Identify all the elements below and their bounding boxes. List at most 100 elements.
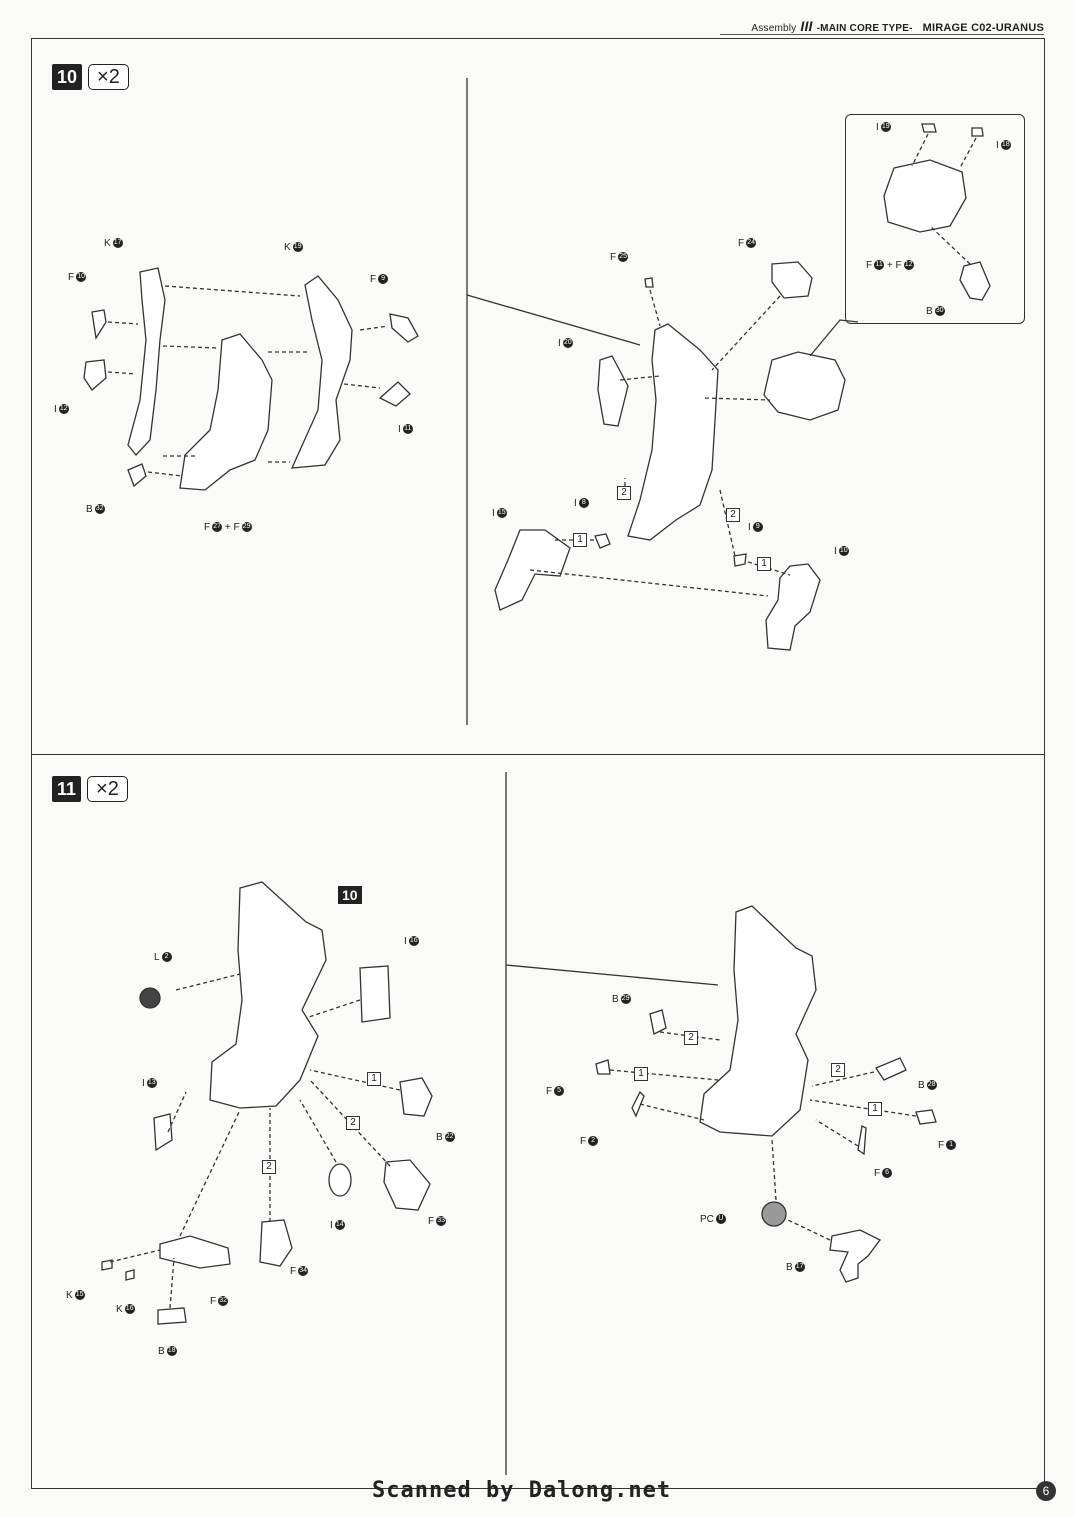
step11-substep-2d: 2 [831, 1063, 845, 1077]
f5-part [595, 1059, 611, 1075]
step10-number: 10 [52, 64, 83, 90]
k16-part [125, 1269, 135, 1281]
k19-frame-part [290, 275, 353, 469]
b28-part [875, 1057, 907, 1081]
i10-part [765, 563, 821, 651]
b32-part [127, 463, 147, 488]
step11-assembled-leg [699, 905, 817, 1137]
f9-part [389, 313, 419, 343]
step10-multiplier: ×2 [88, 64, 129, 90]
step10-badge: 10 ×2 [52, 64, 129, 90]
l2-part [139, 987, 161, 1009]
step10-left-arrows [107, 285, 389, 477]
f34-part [259, 1219, 293, 1267]
step11-ref-badge: 10 [338, 886, 362, 904]
step10-substep-2a: 2 [617, 486, 631, 500]
i14-part [328, 1163, 352, 1197]
step11-frame [31, 753, 1045, 1489]
step11-badge: 11 ×2 [52, 776, 128, 802]
callout-pointer [809, 319, 859, 357]
step10-detail-pointer [466, 294, 641, 346]
assembly-roman: III [800, 18, 813, 34]
step11-substep-1c: 1 [868, 1102, 882, 1116]
f10-part [91, 309, 107, 340]
f33-part [383, 1159, 431, 1211]
pcu-part [761, 1201, 787, 1227]
i13-part [153, 1113, 173, 1152]
k15-part [101, 1259, 113, 1271]
step11-detail-pointer [505, 964, 719, 986]
i16-part [359, 965, 391, 1023]
assembly-label: Assembly [751, 23, 797, 34]
b22-part [399, 1077, 433, 1117]
step11-substep-2b: 2 [262, 1160, 276, 1174]
i12-part [83, 359, 107, 391]
i20-part [597, 355, 629, 427]
step10-right-arrows [529, 289, 791, 597]
i8-part [594, 533, 611, 549]
model-name: MIRAGE C02-URANUS [922, 22, 1044, 34]
step11-substep-1a: 1 [367, 1072, 381, 1086]
step10-callout-box [845, 114, 1025, 324]
f2-part [631, 1090, 645, 1118]
step11-substep-1b: 1 [634, 1067, 648, 1081]
step11-number: 11 [52, 776, 82, 802]
i9-part [733, 553, 747, 567]
step11-substep-2a: 2 [346, 1116, 360, 1130]
step10-assembled-leg [627, 323, 719, 541]
f11-f12-part [763, 351, 846, 421]
step11-right-arrows [609, 1031, 917, 1241]
f27-f29-main-part [179, 333, 273, 491]
callout-i18 [971, 127, 984, 137]
f32-part [159, 1235, 231, 1269]
step11-multiplier: ×2 [87, 776, 128, 802]
header-rule [720, 34, 1044, 35]
b29-part [649, 1009, 667, 1035]
scanner-credit: Scanned by Dalong.net [372, 1478, 672, 1503]
page-header: Assembly III -MAIN CORE TYPE- MIRAGE C02… [751, 18, 1044, 34]
step10-substep-2b: 2 [726, 508, 740, 522]
step10-substep-1a: 1 [573, 533, 587, 547]
i11-part [378, 381, 411, 407]
f1-part [915, 1109, 937, 1125]
b18-part [157, 1307, 187, 1325]
f25-part [644, 277, 654, 288]
step11-substep-2c: 2 [684, 1031, 698, 1045]
f6-part [857, 1125, 867, 1156]
core-type: -MAIN CORE TYPE- [816, 23, 913, 34]
